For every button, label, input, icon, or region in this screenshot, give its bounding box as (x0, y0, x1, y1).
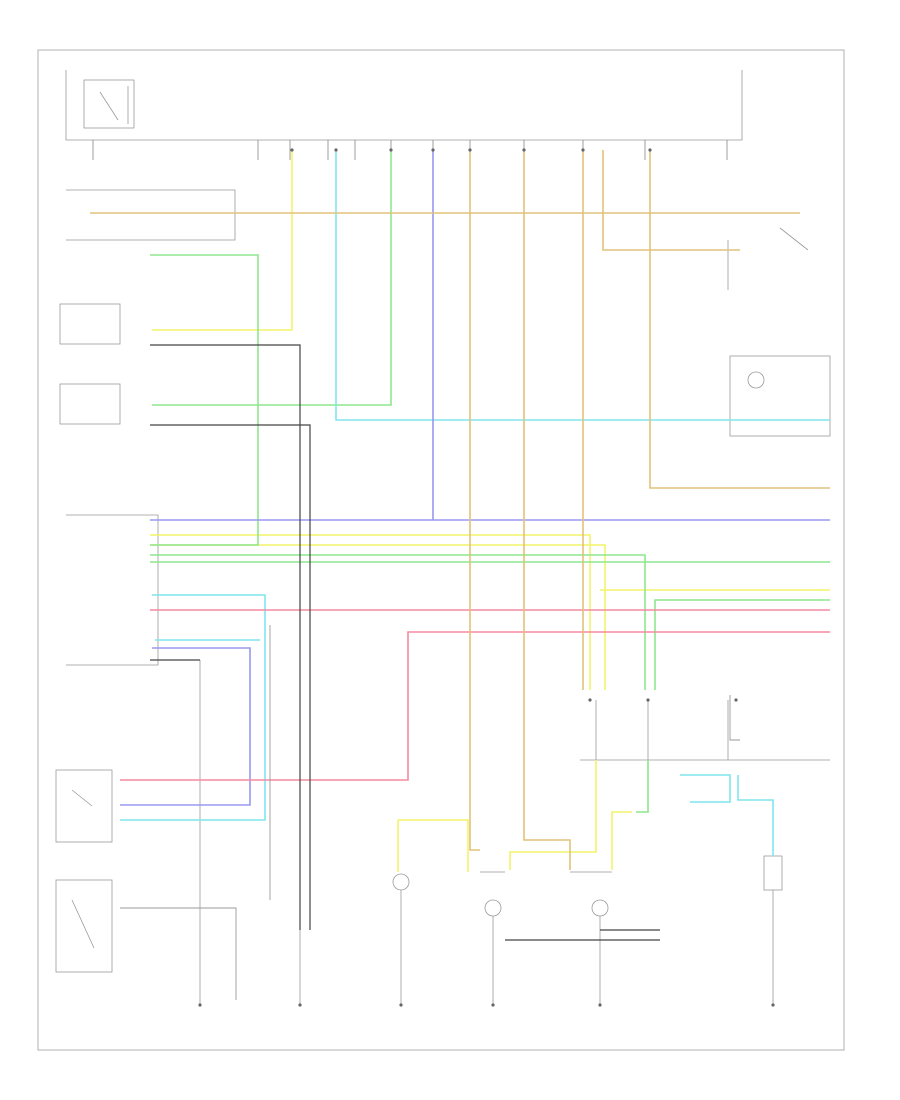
left-components (55, 189, 236, 973)
lamps-grounds (199, 660, 783, 1005)
diagram-frame (37, 49, 845, 1051)
fuse-block (65, 70, 743, 141)
connectors (198, 148, 775, 1007)
wires (90, 150, 830, 1000)
right-components (580, 227, 831, 761)
fuse-ticks (92, 140, 728, 160)
